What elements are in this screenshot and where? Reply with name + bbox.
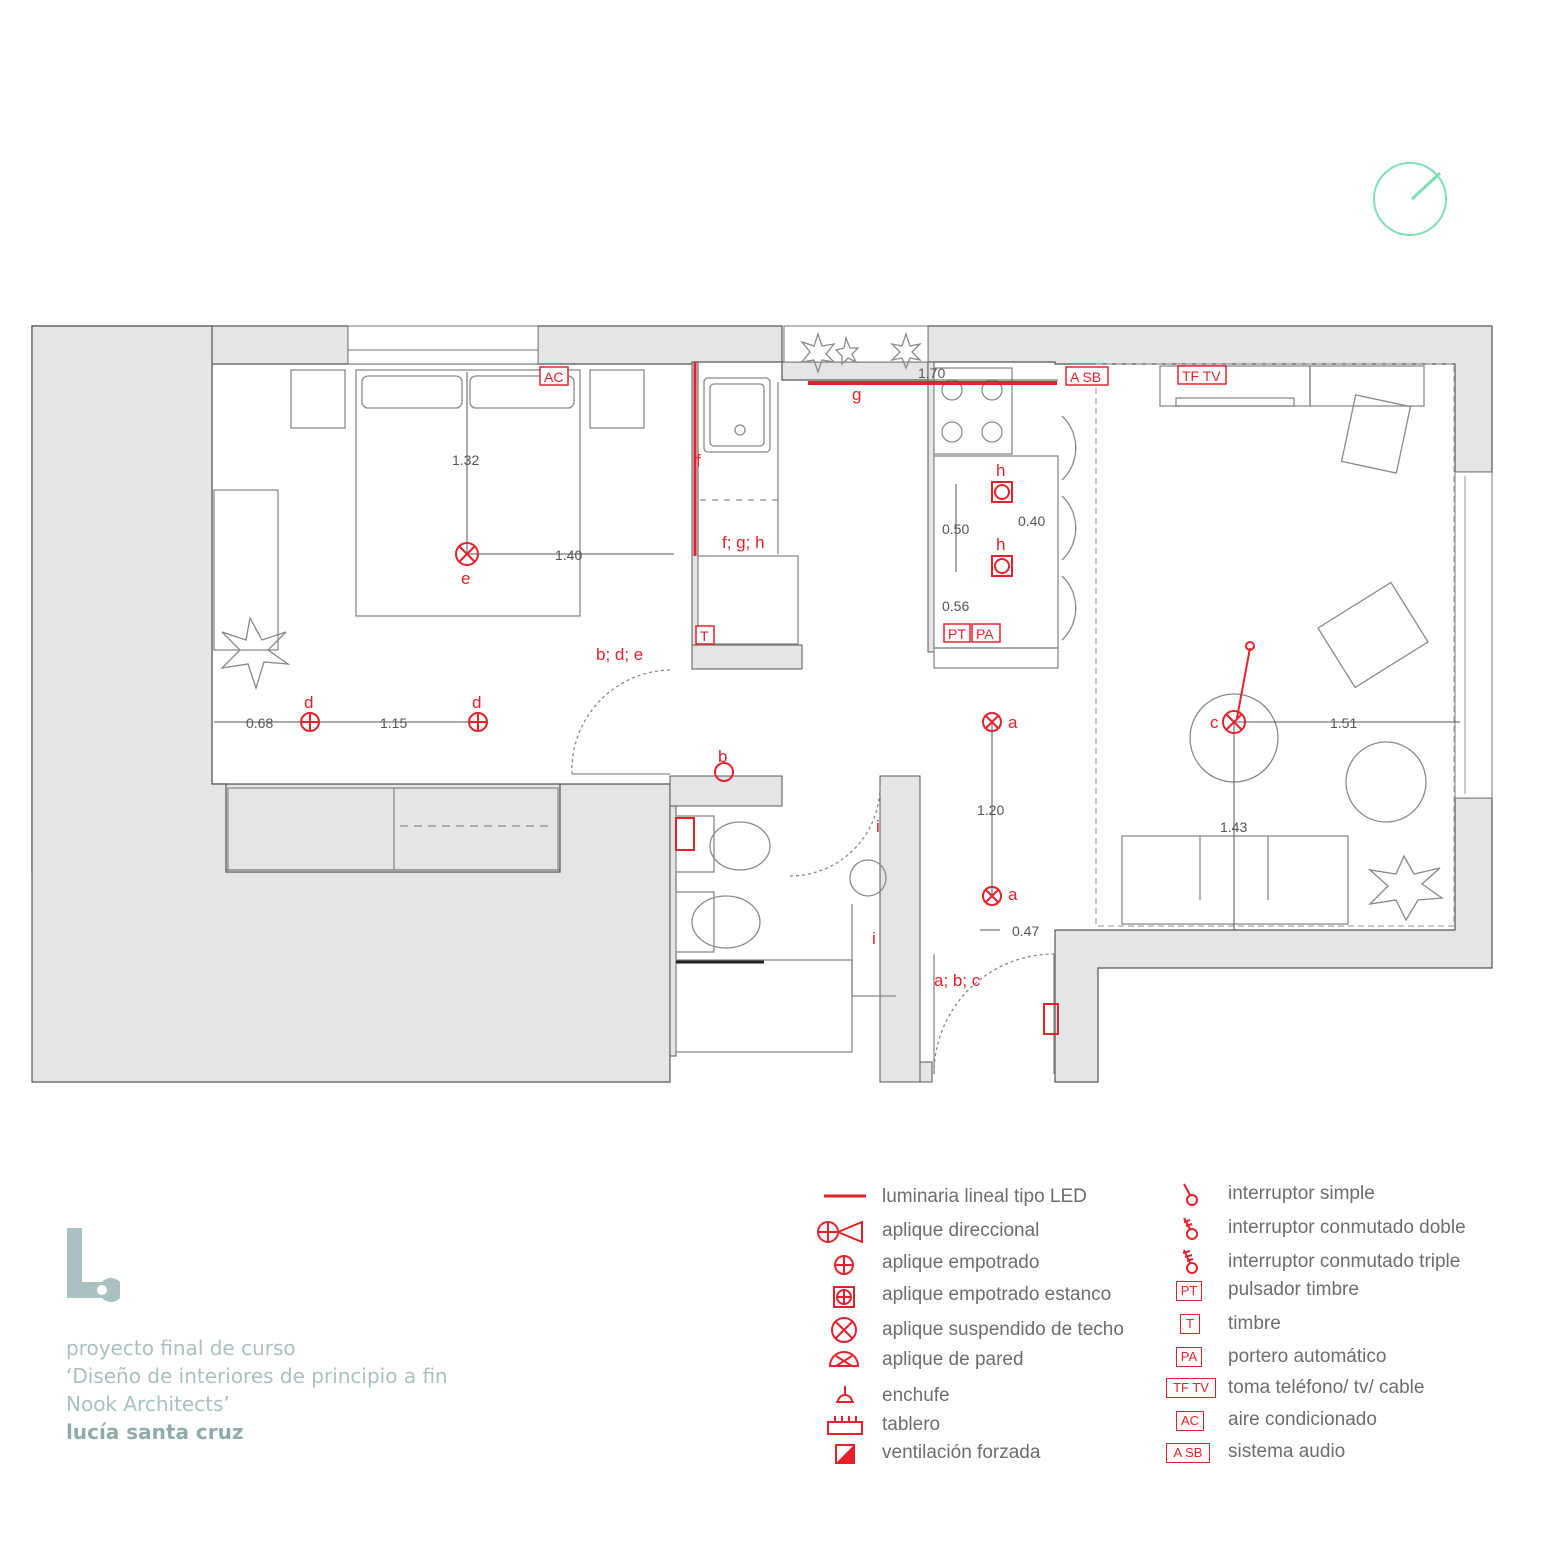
tag-ac: AC: [544, 369, 563, 385]
dim-0-50: 0.50: [942, 521, 969, 537]
dim-1-51: 1.51: [1330, 715, 1357, 731]
dim-1-40: 1.40: [555, 547, 582, 563]
circuit-label-f: f: [696, 451, 701, 470]
tag-pt: PT: [948, 626, 966, 642]
waterproof-recessed-light-icon: [833, 1286, 855, 1308]
tag-boxes: [539, 365, 1227, 645]
circuit-label-e: e: [461, 569, 470, 588]
circuit-label-h: h: [996, 535, 1005, 554]
circuit-label-bde: b; d; e: [596, 645, 643, 664]
legend-label: tablero: [882, 1414, 941, 1435]
dim-1-43: 1.43: [1220, 819, 1247, 835]
dim-1-15: 1.15: [380, 715, 407, 731]
dim-0-68: 0.68: [246, 715, 273, 731]
credit-line-3: Nook Architects’: [66, 1392, 230, 1416]
electrical-symbols: [300, 362, 1255, 1035]
simple-switch-icon: [1183, 1183, 1198, 1206]
tag-pt-icon: PT: [1176, 1281, 1202, 1301]
dim-1-20: 1.20: [977, 802, 1004, 818]
circuit-label-abc: a; b; c: [934, 971, 981, 990]
credit-line-1: proyecto final de curso: [66, 1336, 296, 1360]
tag-asb: A SB: [1070, 369, 1101, 385]
credit-line-2: ‘Diseño de interiores de principio a fin: [66, 1364, 448, 1388]
circuit-label-fgh: f; g; h: [722, 533, 765, 552]
circuit-label-g: g: [852, 385, 861, 404]
circuit-label-b: b: [718, 747, 727, 766]
compass-icon: [1373, 162, 1447, 236]
tag-pa-icon: PA: [1176, 1347, 1202, 1367]
ceiling-pendant-icon: [831, 1317, 857, 1343]
legend-label: aire condicionado: [1228, 1409, 1377, 1430]
forced-ventilation-icon: [835, 1444, 855, 1464]
triple-switch-icon: [1182, 1249, 1198, 1274]
dim-0-47: 0.47: [1012, 923, 1039, 939]
walls: [31, 325, 1493, 1083]
tag-ac-icon: AC: [1176, 1411, 1204, 1431]
tag-tftv: TF TV: [1182, 368, 1221, 384]
tag-t-icon: T: [1180, 1314, 1200, 1334]
legend-label: luminaria lineal tipo LED: [882, 1186, 1087, 1207]
circuit-label-c: c: [1210, 713, 1219, 732]
legend-label: enchufe: [882, 1385, 950, 1406]
legend-label: timbre: [1228, 1313, 1281, 1334]
circuit-label-i: i: [872, 929, 876, 948]
furniture: [213, 331, 1455, 1075]
tag-asb-icon: A SB: [1166, 1443, 1210, 1463]
circuit-label-h: h: [996, 461, 1005, 480]
legend-label: aplique suspendido de techo: [882, 1319, 1124, 1340]
legend-label: pulsador timbre: [1228, 1279, 1359, 1300]
legend-label: aplique empotrado: [882, 1252, 1040, 1273]
legend-label: interruptor simple: [1228, 1183, 1375, 1204]
dim-1-32: 1.32: [452, 452, 479, 468]
studio-logo: [67, 1228, 120, 1302]
dim-0-56: 0.56: [942, 598, 969, 614]
legend-label: interruptor conmutado triple: [1228, 1251, 1461, 1272]
circuit-label-d: d: [304, 693, 313, 712]
legend-label: portero automático: [1228, 1346, 1387, 1367]
circuit-label-a: a: [1008, 885, 1018, 904]
directional-sconce-icon: [817, 1220, 863, 1244]
wall-light-icon: [828, 1351, 860, 1367]
recessed-light-icon: [834, 1255, 854, 1275]
panel-icon: [827, 1416, 863, 1435]
legend-label: sistema audio: [1228, 1441, 1346, 1462]
socket-icon: [836, 1386, 854, 1403]
dim-0-40: 0.40: [1018, 513, 1045, 529]
legend-label: aplique empotrado estanco: [882, 1284, 1112, 1305]
legend-label: ventilación forzada: [882, 1442, 1041, 1463]
legend-label: toma teléfono/ tv/ cable: [1228, 1377, 1425, 1398]
legend-label: aplique de pared: [882, 1349, 1024, 1370]
legend-label: interruptor conmutado doble: [1228, 1217, 1466, 1238]
led-line-icon: [824, 1194, 866, 1198]
circuit-label-a: a: [1008, 713, 1018, 732]
double-switch-icon: [1183, 1217, 1198, 1240]
tag-tftv-icon: TF TV: [1166, 1378, 1216, 1398]
circuit-label-d: d: [472, 693, 481, 712]
dim-1-70: 1.70: [918, 365, 945, 381]
circuit-label-i: i: [876, 817, 880, 836]
tag-pa: PA: [976, 626, 994, 642]
credit-author: lucía santa cruz: [66, 1420, 244, 1444]
tag-t: T: [700, 628, 709, 644]
legend-label: aplique direccional: [882, 1220, 1040, 1241]
dimension-lines: [214, 372, 1460, 931]
